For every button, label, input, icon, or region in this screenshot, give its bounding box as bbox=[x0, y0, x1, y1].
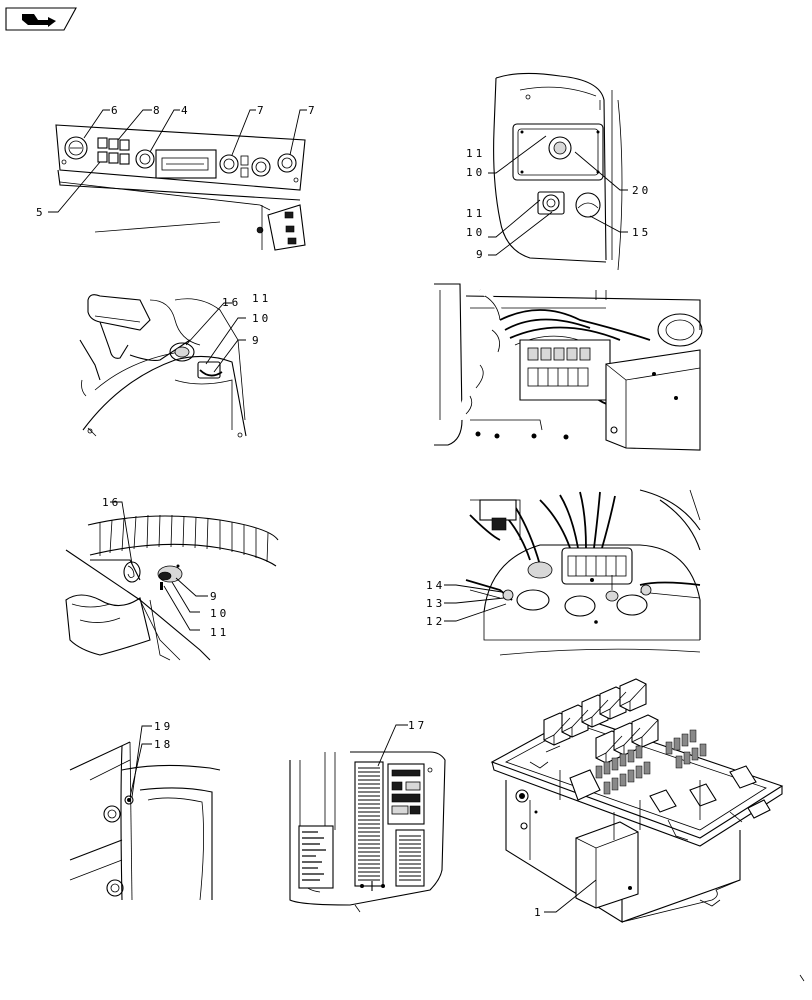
callout-12: 12 bbox=[426, 615, 445, 628]
book-arrow-icon[interactable] bbox=[5, 7, 77, 31]
callout-10b: 10 bbox=[466, 226, 485, 239]
callout-5: 5 bbox=[36, 206, 46, 219]
decal-panel-view bbox=[289, 724, 446, 913]
fuse-relay-box-view bbox=[490, 678, 784, 923]
callout-7b: 7 bbox=[308, 104, 318, 117]
callout-10a: 10 bbox=[466, 166, 485, 179]
callout-7a: 7 bbox=[257, 104, 267, 117]
hook-socket-view bbox=[79, 294, 247, 438]
callout-16a: 16 bbox=[222, 296, 241, 309]
dash-panel-view bbox=[48, 109, 307, 251]
callout-10c: 10 bbox=[252, 312, 271, 325]
callout-9b: 9 bbox=[252, 334, 262, 347]
callout-1: 1 bbox=[534, 906, 544, 919]
callout-8: 8 bbox=[153, 104, 163, 117]
callout-11d: 11 bbox=[210, 626, 229, 639]
callout-17: 17 bbox=[408, 719, 427, 732]
callout-6: 6 bbox=[111, 104, 121, 117]
callout-18: 18 bbox=[154, 738, 173, 751]
frame-bolt-view bbox=[69, 725, 221, 901]
pillar-socket-view bbox=[488, 72, 628, 271]
connector-plate-view bbox=[444, 489, 701, 656]
callout-11c: 11 bbox=[252, 292, 271, 305]
callout-20: 20 bbox=[632, 184, 651, 197]
callout-15: 15 bbox=[632, 226, 651, 239]
callout-4: 4 bbox=[181, 104, 191, 117]
callout-16b: 16 bbox=[102, 496, 121, 509]
callout-9c: 9 bbox=[210, 590, 220, 603]
callout-14: 14 bbox=[426, 579, 445, 592]
conduit-socket-view bbox=[65, 501, 279, 661]
callout-13: 13 bbox=[426, 597, 445, 610]
callout-11a: 11 bbox=[466, 147, 485, 160]
corner-tick bbox=[799, 974, 805, 982]
callout-11b: 11 bbox=[466, 207, 485, 220]
callout-19: 19 bbox=[154, 720, 173, 733]
callout-10d: 10 bbox=[210, 607, 229, 620]
harness-box-view bbox=[434, 283, 703, 451]
callout-9a: 9 bbox=[476, 248, 486, 261]
